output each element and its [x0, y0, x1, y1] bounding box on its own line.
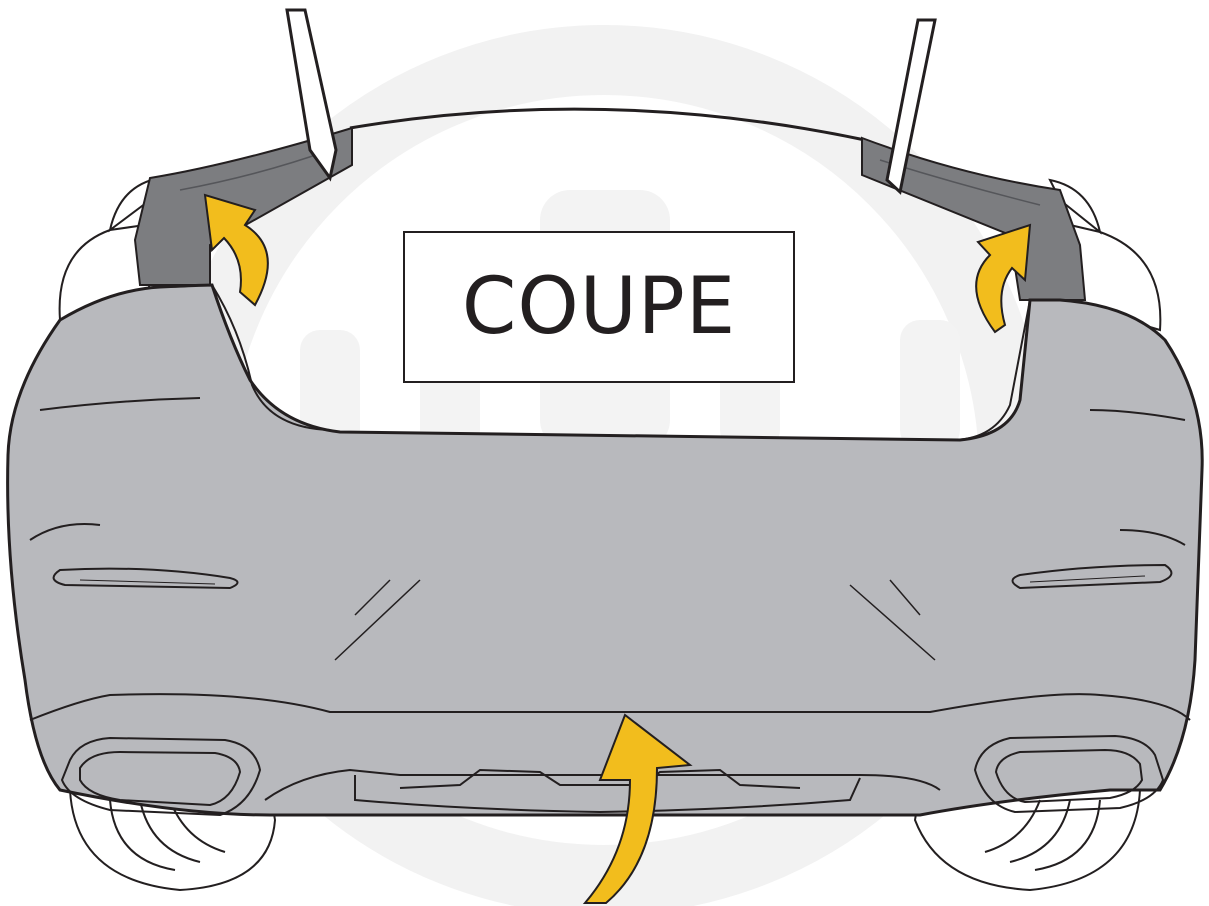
coupe-label-box: COUPE: [403, 231, 795, 383]
coupe-label: COUPE: [462, 262, 736, 352]
right-clip-arrow: [976, 225, 1030, 332]
